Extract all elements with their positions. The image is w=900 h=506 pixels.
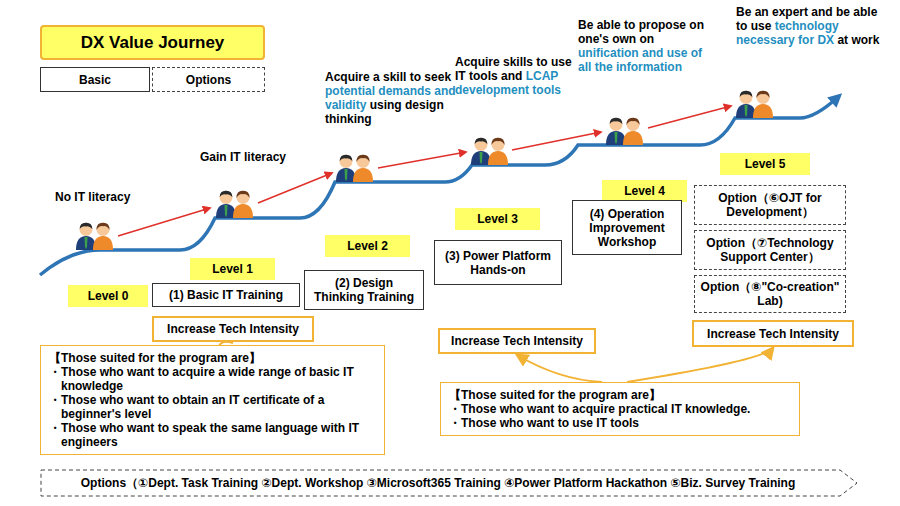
intensity-box: Increase Tech Intensity bbox=[438, 328, 596, 354]
node-text: Options bbox=[157, 73, 260, 87]
level-tag: Level 3 bbox=[455, 208, 540, 230]
options-arrow: Options（①Dept. Task Training ②Dept. Work… bbox=[40, 469, 858, 497]
stage-text: Acquire a skill to seek bbox=[325, 70, 451, 84]
target-box: 【Those suited for the program are】・Those… bbox=[40, 345, 385, 455]
node-text: Level 4 bbox=[606, 184, 683, 198]
node-text: 【Those suited for the program are】 bbox=[449, 388, 791, 402]
intensity-box: Increase Tech Intensity bbox=[692, 320, 854, 347]
stage-text: at work bbox=[837, 33, 879, 47]
option-box: Option（⑦Technology Support Center） bbox=[694, 230, 846, 270]
stage-description: Acquire skills to use IT tools and LCAP … bbox=[455, 55, 585, 97]
level-tag: Level 5 bbox=[720, 153, 810, 175]
people-icon bbox=[216, 191, 253, 218]
node-text: Basic bbox=[45, 73, 145, 87]
node-text: Increase Tech Intensity bbox=[158, 322, 308, 336]
node-text: ・Those who want to use IT tools bbox=[449, 416, 791, 430]
node-text: Level 1 bbox=[194, 262, 271, 276]
training-box: (1) Basic IT Training bbox=[152, 283, 300, 307]
level-tag: Level 2 bbox=[325, 235, 410, 257]
node-text: Level 2 bbox=[329, 239, 406, 253]
target-box: 【Those suited for the program are】・Those… bbox=[440, 382, 800, 436]
stage-description: Be an expert and be able to use technolo… bbox=[736, 5, 888, 47]
stage-description: No IT literacy bbox=[55, 190, 165, 204]
node-text: Level 3 bbox=[459, 212, 536, 226]
node-text: (2) Design Thinking Training bbox=[309, 276, 419, 304]
node-text: ・Those who want to obtain an IT certific… bbox=[49, 393, 376, 421]
node-text: Level 0 bbox=[72, 289, 144, 303]
connector bbox=[517, 355, 602, 382]
stage-text: Be able to propose on one's own on bbox=[578, 18, 704, 46]
node-text: Option（⑧"Co-creation" Lab) bbox=[699, 280, 841, 308]
connector bbox=[627, 348, 773, 382]
stage-text: Gain IT literacy bbox=[200, 150, 286, 164]
training-box: (4) Operation Improvement Workshop bbox=[572, 200, 682, 255]
legend-box: Basic bbox=[40, 67, 150, 92]
stage-text: unification and use of all the informati… bbox=[578, 46, 702, 74]
node-text: ・Those who want to acquire a wide range … bbox=[49, 365, 376, 393]
stage-text: No IT literacy bbox=[55, 190, 130, 204]
node-text: 【Those suited for the program are】 bbox=[49, 351, 376, 365]
legend-box: Options bbox=[152, 67, 265, 92]
node-text: Option（⑦Technology Support Center） bbox=[699, 236, 841, 264]
node-text: (3) Power Platform Hands-on bbox=[439, 249, 557, 277]
people-icon bbox=[736, 91, 773, 118]
level-tag: Level 0 bbox=[68, 285, 148, 307]
node-text: Option（⑥OJT for Development） bbox=[699, 191, 841, 219]
node-text: ・Those who want to acquire practical IT … bbox=[449, 402, 791, 416]
level-tag: Level 4 bbox=[602, 180, 687, 202]
training-box: (2) Design Thinking Training bbox=[304, 270, 424, 310]
node-text: (4) Operation Improvement Workshop bbox=[577, 207, 677, 249]
node-text: ・Those who want to speak the same langua… bbox=[49, 421, 376, 449]
option-box: Option（⑥OJT for Development） bbox=[694, 185, 846, 225]
option-box: Option（⑧"Co-creation" Lab) bbox=[694, 275, 846, 313]
node-text: Level 5 bbox=[724, 157, 806, 171]
people-icon bbox=[606, 118, 643, 145]
intensity-box: Increase Tech Intensity bbox=[152, 316, 314, 342]
node-text: Options（①Dept. Task Training ②Dept. Work… bbox=[44, 476, 832, 490]
stage-description: Acquire a skill to seek potential demand… bbox=[325, 70, 465, 126]
people-icon bbox=[471, 138, 508, 165]
level-tag: Level 1 bbox=[190, 258, 275, 280]
people-icon bbox=[336, 155, 373, 182]
stage-description: Be able to propose on one's own on unifi… bbox=[578, 18, 706, 74]
node-text: Increase Tech Intensity bbox=[698, 327, 848, 341]
people-icon bbox=[76, 223, 113, 250]
node-text: (1) Basic IT Training bbox=[157, 288, 295, 302]
title-box: DX Value Journey bbox=[40, 25, 265, 60]
stage-description: Gain IT literacy bbox=[200, 150, 320, 164]
node-text: Increase Tech Intensity bbox=[444, 334, 590, 348]
training-box: (3) Power Platform Hands-on bbox=[434, 240, 562, 285]
